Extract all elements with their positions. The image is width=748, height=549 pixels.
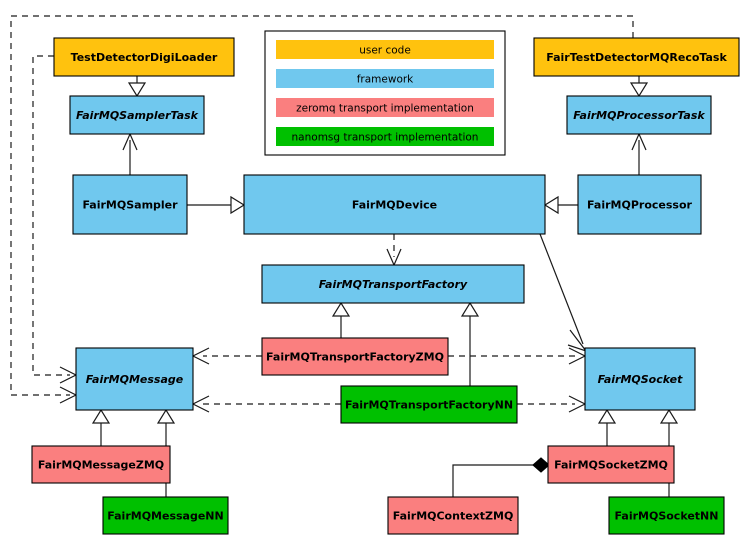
arrowhead-triangle-factory-zmq — [331, 301, 351, 317]
class-box-FairMQProcessorTask[interactable] — [566, 95, 712, 135]
class-box-FairMQSocketZMQ[interactable] — [547, 445, 675, 484]
arrowhead-open-socket-from-nn — [568, 395, 587, 413]
class-name-label: FairMQTransportFactoryZMQ — [266, 351, 444, 364]
class-box-FairMQSocket[interactable] — [584, 347, 696, 411]
legend-label-framework: framework — [357, 74, 414, 86]
class-box-FairMQProcessor[interactable] — [577, 174, 702, 235]
edge-recotask-message-outer — [10, 15, 634, 396]
class-box-FairTestDetectorMQRecoTask[interactable] — [533, 37, 740, 77]
class-node-FairMQContextZMQ[interactable]: FairMQContextZMQ — [387, 496, 519, 535]
class-node-FairMQTransportFactoryZMQ[interactable]: FairMQTransportFactoryZMQ — [261, 337, 449, 376]
class-name-label: FairMQTransportFactory — [319, 278, 468, 291]
class-node-FairMQSocket[interactable]: FairMQSocket — [584, 347, 696, 411]
class-node-FairMQMessage[interactable]: FairMQMessage — [75, 347, 194, 411]
class-name-label: FairMQTransportFactoryNN — [345, 399, 513, 412]
legend-item-nanomsg: nanomsg transport implementation — [276, 127, 494, 146]
class-name-label: FairMQMessageNN — [107, 510, 223, 523]
legend-swatch-user_code — [276, 40, 494, 59]
legend-label-zeromq: zeromq transport implementation — [296, 103, 474, 115]
legend-label-nanomsg: nanomsg transport implementation — [292, 132, 479, 144]
class-box-FairMQTransportFactoryNN[interactable] — [340, 385, 518, 424]
arrowhead-triangle-socket-zmq — [597, 408, 617, 424]
class-name-label: FairMQSamplerTask — [76, 109, 199, 122]
legend-label-user_code: user code — [359, 45, 411, 57]
class-node-FairMQProcessor[interactable]: FairMQProcessor — [577, 174, 702, 235]
class-name-label: FairMQSocketNN — [615, 510, 719, 523]
arrowhead-triangle-device-left — [230, 195, 246, 215]
class-node-FairMQTransportFactoryNN[interactable]: FairMQTransportFactoryNN — [340, 385, 518, 424]
arrowhead-triangle-socket-nn — [659, 408, 679, 424]
legend-item-framework: framework — [276, 69, 494, 88]
class-box-FairMQSamplerTask[interactable] — [69, 95, 205, 135]
class-name-label: FairMQMessageZMQ — [38, 459, 164, 472]
class-node-FairMQProcessorTask[interactable]: FairMQProcessorTask — [566, 95, 712, 135]
legend-item-zeromq: zeromq transport implementation — [276, 98, 494, 117]
class-name-label: TestDetectorDigiLoader — [71, 51, 218, 64]
class-box-FairMQContextZMQ[interactable] — [387, 496, 519, 535]
class-name-label: FairMQSampler — [82, 199, 178, 212]
class-box-FairMQMessageNN[interactable] — [102, 496, 229, 535]
class-box-FairMQTransportFactory[interactable] — [261, 264, 525, 304]
class-box-FairMQTransportFactoryZMQ[interactable] — [261, 337, 449, 376]
class-node-FairMQMessageZMQ[interactable]: FairMQMessageZMQ — [31, 445, 171, 484]
class-box-FairMQDevice[interactable] — [243, 174, 546, 235]
class-node-FairMQSocketZMQ[interactable]: FairMQSocketZMQ — [547, 445, 675, 484]
legend-swatch-zeromq — [276, 98, 494, 117]
class-node-FairMQSamplerTask[interactable]: FairMQSamplerTask — [69, 95, 205, 135]
arrowhead-triangle-samplertask — [127, 82, 147, 98]
class-name-label: FairMQSocket — [598, 373, 684, 386]
class-box-FairMQMessage[interactable] — [75, 347, 194, 411]
class-box-TestDetectorDigiLoader[interactable] — [53, 37, 235, 77]
legend-swatch-nanomsg — [276, 127, 494, 146]
class-name-label: FairMQMessage — [86, 373, 184, 386]
arrowhead-triangle-factory-nn — [460, 301, 480, 317]
legend-item-user_code: user code — [276, 40, 494, 59]
class-name-label: FairTestDetectorMQRecoTask — [546, 51, 727, 64]
class-node-TestDetectorDigiLoader[interactable]: TestDetectorDigiLoader — [53, 37, 235, 77]
class-node-FairMQMessageNN[interactable]: FairMQMessageNN — [102, 496, 229, 535]
class-name-label: FairMQContextZMQ — [393, 510, 514, 523]
class-node-FairMQSocketNN[interactable]: FairMQSocketNN — [608, 496, 725, 535]
arrowhead-triangle-device-right — [543, 195, 559, 215]
class-name-label: FairMQSocketZMQ — [554, 459, 668, 472]
class-name-label: FairMQDevice — [352, 199, 437, 212]
class-node-FairMQSampler[interactable]: FairMQSampler — [72, 174, 188, 235]
class-node-FairMQDevice[interactable]: FairMQDevice — [243, 174, 546, 235]
arrowhead-open-device-socket — [567, 329, 588, 353]
edge-device-socket — [539, 233, 584, 345]
arrowhead-triangle-processortask — [629, 82, 649, 98]
class-box-FairMQSampler[interactable] — [72, 174, 188, 235]
edge-digiloader-message-inner — [32, 55, 70, 376]
legend-layer: user code framework zeromq transport imple… — [264, 30, 506, 156]
class-node-FairTestDetectorMQRecoTask[interactable]: FairTestDetectorMQRecoTask — [533, 37, 740, 77]
class-box-FairMQMessageZMQ[interactable] — [31, 445, 171, 484]
arrowhead-diamond-socketzmq — [532, 457, 550, 473]
class-node-FairMQTransportFactory[interactable]: FairMQTransportFactory — [261, 264, 525, 304]
class-name-label: FairMQProcessor — [587, 199, 692, 212]
legend-swatch-framework — [276, 69, 494, 88]
arrowhead-triangle-message-zmq — [91, 408, 111, 424]
legend-items: user code framework zeromq transport imple… — [276, 40, 494, 146]
edge-contextzmq-socketzmq — [452, 464, 533, 497]
class-name-label: FairMQProcessorTask — [573, 109, 705, 122]
node-layer: TestDetectorDigiLoader FairTestDetectorMQ… — [31, 37, 740, 535]
class-box-FairMQSocketNN[interactable] — [608, 496, 725, 535]
arrowhead-triangle-message-nn — [156, 408, 176, 424]
